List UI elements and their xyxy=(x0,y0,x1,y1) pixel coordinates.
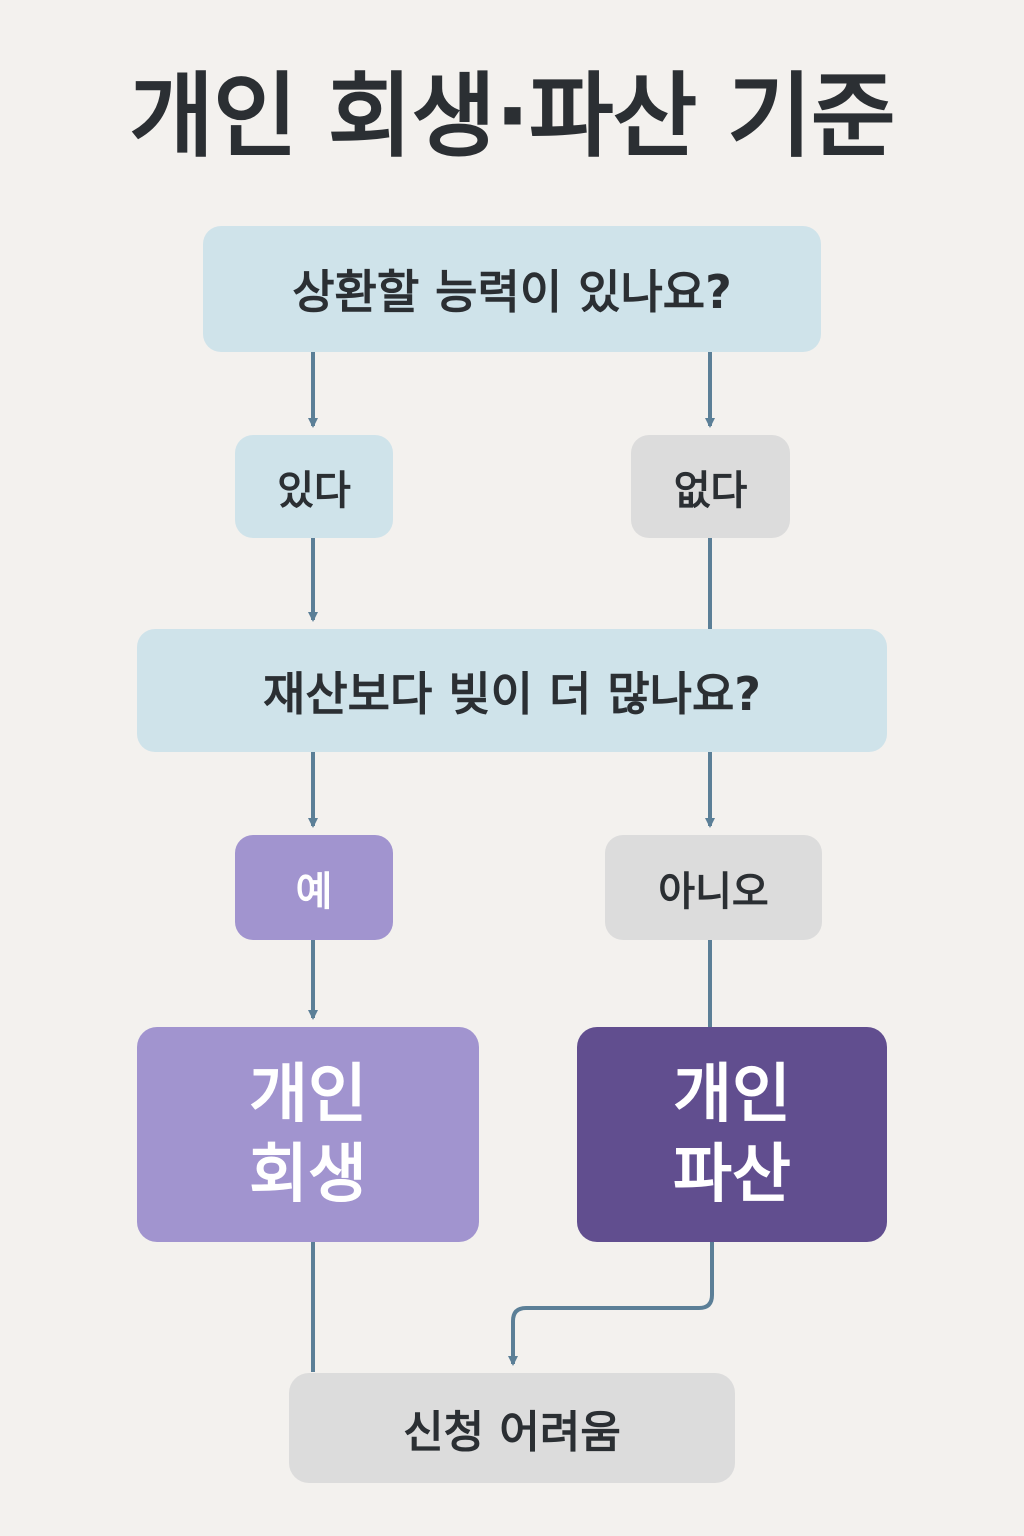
result-personal-bankruptcy: 개인 파산 xyxy=(577,1027,887,1242)
question-repayment-ability: 상환할 능력이 있나요? xyxy=(203,226,821,352)
question-debt-exceeds-assets: 재산보다 빚이 더 많나요? xyxy=(137,629,887,752)
answer-no-ability: 없다 xyxy=(631,435,790,538)
answer-no: 아니오 xyxy=(605,835,822,940)
answer-has-ability: 있다 xyxy=(235,435,393,538)
arrow-bankruptcy-to-bottom xyxy=(508,1242,714,1366)
result-personal-rehabilitation: 개인 회생 xyxy=(137,1027,479,1242)
answer-yes: 예 xyxy=(235,835,393,940)
page-title: 개인 회생·파산 기준 xyxy=(129,63,895,170)
result-application-difficult: 신청 어려움 xyxy=(289,1373,735,1483)
